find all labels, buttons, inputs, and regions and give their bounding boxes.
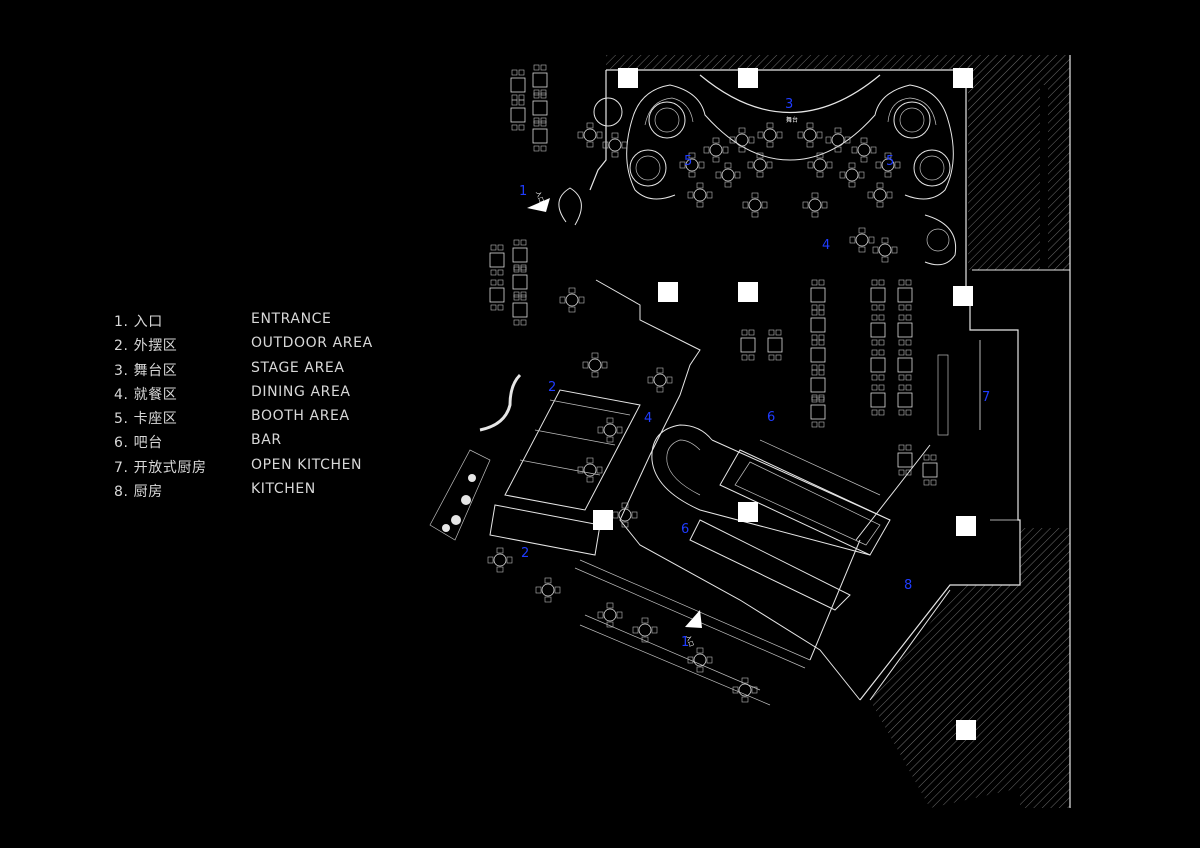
legend-cn-label: 8. 厨房 [114, 484, 163, 501]
legend-cn-label: 1. 入口 [114, 314, 163, 330]
legend-cn-label: 6. 吧台 [114, 435, 163, 452]
outdoor-lounge [442, 389, 641, 556]
legend-en-label: OPEN KITCHEN [251, 456, 363, 473]
legend-en-label: BAR [251, 432, 282, 449]
entry-tag: 入口 [534, 190, 545, 204]
bar-counters [651, 424, 891, 611]
entrance-marker-icon [527, 198, 550, 212]
zone-number-stage: 3 [785, 97, 793, 112]
building-outline [574, 69, 1070, 701]
booth-seating [558, 97, 957, 266]
zone-number-dining: 4 [644, 411, 652, 426]
stage [626, 74, 954, 200]
zone-number-bar: 6 [681, 522, 689, 537]
entry-tag: 入口 [684, 634, 695, 648]
legend-en-label: KITCHEN [251, 481, 316, 498]
entrance-marker-icon [685, 610, 702, 628]
legend-cn-label: 2. 外摆区 [114, 338, 178, 355]
zone-number-kitchen: 8 [904, 578, 912, 593]
zone-number-outdoor: 2 [521, 546, 529, 561]
legend-en-label: DINING AREA [251, 383, 351, 400]
zone-number-dining: 4 [822, 238, 830, 253]
dining-tables-top [577, 122, 901, 263]
zone-number-open-kitchen: 7 [982, 390, 990, 405]
zone-number-entrance: 1 [519, 184, 527, 199]
legend-en-label: STAGE AREA [251, 359, 345, 376]
legend-en-label: ENTRANCE [251, 311, 332, 327]
zone-number-bar: 6 [767, 410, 775, 425]
zone-number-outdoor: 2 [548, 380, 556, 395]
legend-cn-label: 4. 就餐区 [114, 386, 178, 403]
legend-en-label: OUTDOOR AREA [251, 335, 373, 352]
legend-cn-label: 5. 卡座区 [114, 411, 178, 428]
legend-en-label: BOOTH AREA [251, 408, 350, 425]
outdoor-seating [429, 64, 771, 706]
zone-number-booth: 5 [684, 154, 692, 169]
zone-number-booth: 5 [886, 154, 894, 169]
legend-cn-label: 7. 开放式厨房 [114, 459, 207, 476]
stage-tag: 舞台 [786, 116, 798, 124]
dining-tables-grid [740, 279, 949, 486]
zone-number-entrance: 1 [681, 635, 689, 650]
legend-cn-label: 3. 舞台区 [114, 362, 178, 379]
hatched-exterior-wall [606, 55, 1071, 808]
